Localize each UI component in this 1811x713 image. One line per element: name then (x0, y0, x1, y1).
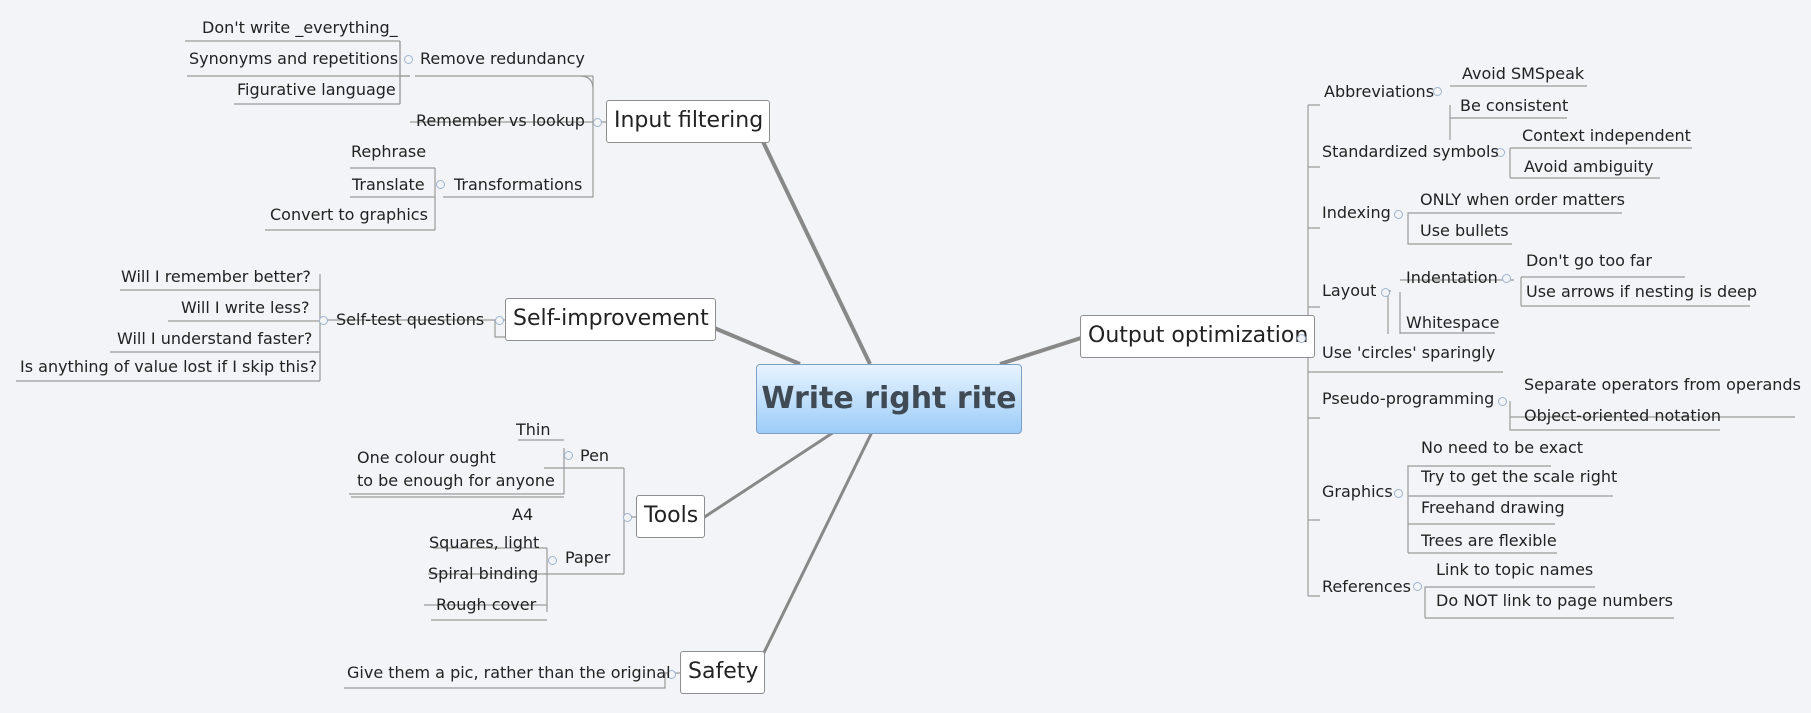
node-one-colour-2[interactable]: to be enough for anyone (357, 471, 555, 490)
node-dont-write-everything[interactable]: Don't write _everything_ (202, 18, 398, 37)
collapse-dot[interactable] (1498, 397, 1507, 406)
collapse-dot[interactable] (1394, 489, 1403, 498)
node-be-consistent[interactable]: Be consistent (1460, 96, 1569, 115)
node-translate[interactable]: Translate (352, 175, 425, 194)
node-indentation[interactable]: Indentation (1406, 268, 1498, 287)
node-context-independent[interactable]: Context independent (1522, 126, 1691, 145)
collapse-dot[interactable] (593, 118, 602, 127)
node-remove-redundancy[interactable]: Remove redundancy (420, 49, 585, 68)
node-avoid-smspeak[interactable]: Avoid SMSpeak (1462, 64, 1585, 83)
node-no-need-exact[interactable]: No need to be exact (1421, 438, 1584, 457)
collapse-dot[interactable] (1502, 274, 1511, 283)
collapse-dot[interactable] (1433, 87, 1442, 96)
node-link-topic[interactable]: Link to topic names (1436, 560, 1594, 579)
node-abbreviations[interactable]: Abbreviations (1324, 82, 1435, 101)
link-output-optimization (999, 336, 1082, 366)
node-pseudo[interactable]: Pseudo-programming (1322, 389, 1495, 408)
node-q-understand[interactable]: Will I understand faster? (117, 329, 313, 348)
node-dont-go-far[interactable]: Don't go too far (1526, 251, 1652, 270)
collapse-dot[interactable] (1413, 582, 1422, 591)
node-only-when-order[interactable]: ONLY when order matters (1420, 190, 1625, 209)
node-convert-graphics[interactable]: Convert to graphics (270, 205, 428, 224)
node-one-colour-1[interactable]: One colour ought (357, 448, 496, 467)
node-give-pic[interactable]: Give them a pic, rather than the origina… (347, 663, 671, 682)
node-use-arrows[interactable]: Use arrows if nesting is deep (1526, 282, 1758, 301)
link-input-filtering (752, 122, 872, 365)
node-transformations[interactable]: Transformations (454, 175, 583, 194)
node-self-test-questions[interactable]: Self-test questions (336, 310, 485, 329)
central-topic[interactable]: Write right rite (756, 364, 1022, 434)
collapse-dot[interactable] (404, 55, 413, 64)
node-synonyms[interactable]: Synonyms and repetitions (189, 49, 399, 68)
node-q-write-less[interactable]: Will I write less? (181, 298, 310, 317)
node-pen[interactable]: Pen (580, 446, 610, 465)
collapse-dot[interactable] (548, 556, 557, 565)
node-indexing[interactable]: Indexing (1322, 203, 1391, 222)
node-avoid-ambiguity[interactable]: Avoid ambiguity (1524, 157, 1654, 176)
collapse-dot[interactable] (667, 670, 676, 679)
node-standardized[interactable]: Standardized symbols (1322, 142, 1499, 161)
topic-self-improvement[interactable]: Self-improvement (505, 298, 716, 341)
link-safety (753, 431, 874, 672)
collapse-dot[interactable] (436, 180, 445, 189)
collapse-dot[interactable] (1394, 210, 1403, 219)
node-remember-vs-lookup[interactable]: Remember vs lookup (416, 111, 585, 130)
node-scale-right[interactable]: Try to get the scale right (1421, 467, 1618, 486)
topic-input-filtering[interactable]: Input filtering (606, 100, 771, 143)
topic-output-optimization[interactable]: Output optimization (1080, 315, 1316, 358)
link-self-improvement (699, 320, 801, 366)
collapse-dot[interactable] (1297, 334, 1306, 343)
node-squares[interactable]: Squares, light (429, 533, 540, 552)
node-spiral[interactable]: Spiral binding (428, 564, 539, 583)
link-tools (702, 430, 835, 520)
node-figurative[interactable]: Figurative language (237, 80, 396, 99)
collapse-dot[interactable] (319, 316, 328, 325)
node-trees-flexible[interactable]: Trees are flexible (1421, 531, 1557, 550)
node-layout[interactable]: Layout (1322, 281, 1377, 300)
node-references[interactable]: References (1322, 577, 1411, 596)
node-use-bullets[interactable]: Use bullets (1420, 221, 1509, 240)
node-rough-cover[interactable]: Rough cover (436, 595, 537, 614)
node-a4[interactable]: A4 (512, 505, 534, 524)
collapse-dot[interactable] (1496, 148, 1505, 157)
collapse-dot[interactable] (1381, 288, 1390, 297)
node-paper[interactable]: Paper (565, 548, 611, 567)
topic-tools[interactable]: Tools (636, 495, 706, 538)
node-object-oriented[interactable]: Object-oriented notation (1524, 406, 1721, 425)
node-rephrase[interactable]: Rephrase (351, 142, 427, 161)
node-thin[interactable]: Thin (516, 420, 551, 439)
node-freehand[interactable]: Freehand drawing (1421, 498, 1565, 517)
collapse-dot[interactable] (564, 451, 573, 460)
node-graphics[interactable]: Graphics (1322, 482, 1393, 501)
collapse-dot[interactable] (495, 316, 504, 325)
node-q-remember[interactable]: Will I remember better? (121, 267, 311, 286)
topic-safety[interactable]: Safety (680, 651, 766, 694)
node-separate-ops[interactable]: Separate operators from operands (1524, 375, 1801, 394)
node-q-value-lost[interactable]: Is anything of value lost if I skip this… (20, 357, 317, 376)
collapse-dot[interactable] (623, 513, 632, 522)
node-do-not-link[interactable]: Do NOT link to page numbers (1436, 591, 1673, 610)
node-circles[interactable]: Use 'circles' sparingly (1322, 343, 1496, 362)
node-whitespace[interactable]: Whitespace (1406, 313, 1500, 332)
